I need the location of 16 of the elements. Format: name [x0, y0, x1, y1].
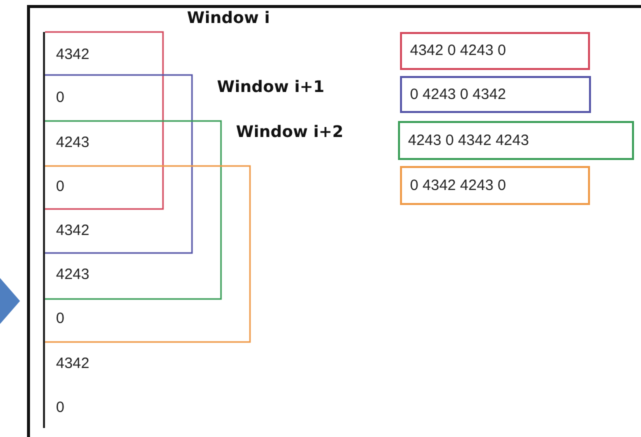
window-sequence-box: 4342 0 4243 0: [400, 32, 590, 70]
sequence-value: 4342: [56, 355, 90, 373]
sequence-value: 4342: [56, 222, 90, 240]
sequence-value: 0: [56, 399, 64, 417]
sequence-value: 0: [56, 89, 64, 107]
window-sequence-box: 0 4342 4243 0: [400, 166, 590, 205]
sequence-value: 4342: [56, 46, 90, 64]
sequence-value: 0: [56, 310, 64, 328]
window-label: Window i+2: [236, 122, 344, 142]
sequence-value: 0: [56, 178, 64, 196]
sequence-value: 4243: [56, 134, 90, 152]
window-label: Window i: [187, 8, 270, 28]
window-sequence-box: 4243 0 4342 4243: [398, 121, 634, 160]
window-sequence-box: 0 4243 0 4342: [400, 76, 591, 113]
sequence-value: 4243: [56, 266, 90, 284]
window-label: Window i+1: [217, 77, 324, 97]
